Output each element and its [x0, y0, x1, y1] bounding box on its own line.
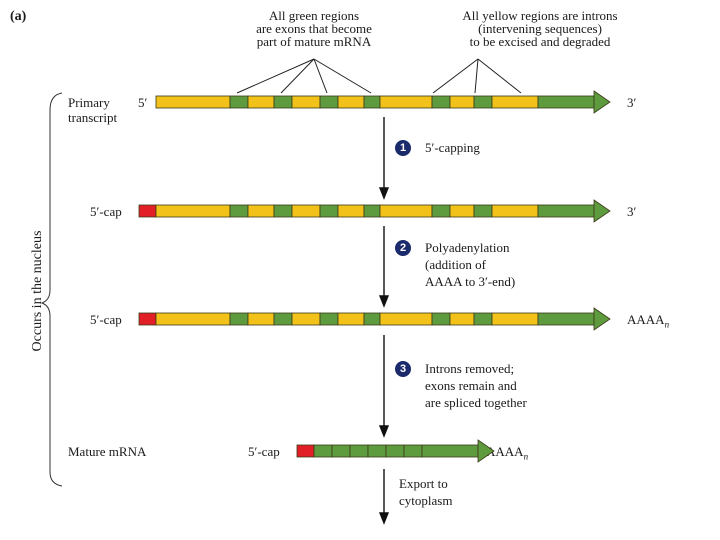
primary-3prime-label: 3′ [627, 95, 637, 110]
exon-segment [431, 204, 451, 218]
exon-segment [385, 444, 405, 458]
exon-segment [473, 312, 493, 326]
intron-segment [491, 204, 539, 218]
primary-label-line1: Primary [68, 95, 110, 110]
step-2-text-line3: AAAA to 3′-end) [425, 274, 516, 289]
cap-segment [138, 312, 157, 326]
exon-segment [431, 312, 451, 326]
intron-segment [449, 312, 475, 326]
polya-tail-text: AAAA [627, 312, 665, 327]
step-2-text-line1: Polyadenylation [425, 240, 510, 255]
intron-segment [247, 312, 275, 326]
strand-arrowhead [477, 439, 495, 463]
exons-note-line: are exons that become [256, 21, 372, 36]
exon-segment [229, 312, 249, 326]
intron-segment [291, 312, 321, 326]
mature-cap-label: 5′-cap [248, 444, 280, 459]
capped-label: 5′-cap [90, 204, 122, 219]
exon-segment [319, 312, 339, 326]
intron-segment [247, 95, 275, 109]
step-3-text-line1: Introns removed; [425, 361, 515, 376]
mature-tail-sub: n [523, 451, 529, 462]
capped-3prime-label: 3′ [627, 204, 637, 219]
export-note-line2: cytoplasm [399, 493, 453, 508]
intron-segment [155, 95, 231, 109]
cap-segment [296, 444, 315, 458]
nucleus-bracket [40, 92, 63, 487]
intron-segment [337, 95, 365, 109]
panel-label: (a) [10, 9, 27, 24]
exon-segment [319, 95, 339, 109]
intron-segment [379, 312, 433, 326]
introns-note: All yellow regions are introns (interven… [440, 9, 640, 48]
intron-segment [379, 95, 433, 109]
exon-segment [349, 444, 369, 458]
intron-segment [379, 204, 433, 218]
exon-segment [331, 444, 351, 458]
polya-tail-label: AAAAn [627, 313, 669, 332]
exons-note-line: All green regions [268, 8, 360, 23]
exon-segment [363, 312, 381, 326]
exon-segment [421, 444, 479, 458]
primary-label-line2: transcript [68, 110, 118, 125]
introns-note-line: (intervening sequences) [478, 21, 602, 36]
step-2-badge: 2 [395, 240, 411, 256]
annotation-pointer-lines [236, 58, 522, 94]
step-3-badge: 3 [395, 361, 411, 377]
exon-segment [473, 95, 493, 109]
intron-segment [247, 204, 275, 218]
step-3-text-line2: exons remain and [425, 378, 517, 393]
step-3-text-line3: are spliced together [425, 395, 527, 410]
intron-segment [449, 95, 475, 109]
primary-5prime-label: 5′ [138, 95, 148, 110]
exon-segment [319, 204, 339, 218]
exon-segment [431, 95, 451, 109]
intron-segment [491, 95, 539, 109]
exons-note-line: part of mature mRNA [256, 34, 372, 49]
intron-segment [155, 204, 231, 218]
exon-segment [363, 204, 381, 218]
export-note-line1: Export to [399, 476, 448, 491]
exon-segment [367, 444, 387, 458]
exon-segment [273, 95, 293, 109]
strand-arrowhead [593, 199, 611, 223]
exon-segment [229, 204, 249, 218]
strand-arrowhead [593, 90, 611, 114]
intron-segment [291, 204, 321, 218]
process-arrows [378, 117, 390, 525]
intron-segment [491, 312, 539, 326]
exon-segment [537, 312, 595, 326]
exon-segment [313, 444, 333, 458]
step-2-text-line2: (addition of [425, 257, 487, 272]
introns-note-line: All yellow regions are introns [462, 8, 618, 23]
polya-tail-sub: n [664, 319, 670, 330]
mature-tail-text: AAAA [486, 444, 524, 459]
intron-segment [291, 95, 321, 109]
mature-label: Mature mRNA [68, 444, 147, 459]
step-1-badge: 1 [395, 140, 411, 156]
mature-tail-label: AAAAn [486, 445, 528, 464]
introns-note-line: to be excised and degraded [469, 34, 611, 49]
exon-segment [403, 444, 423, 458]
exons-note: All green regions are exons that become … [254, 9, 374, 48]
exon-segment [537, 95, 595, 109]
exon-segment [537, 204, 595, 218]
strand-arrowhead [593, 307, 611, 331]
cap-segment [138, 204, 157, 218]
intron-segment [155, 312, 231, 326]
intron-segment [449, 204, 475, 218]
step-1-text: 5′-capping [425, 140, 480, 155]
exon-segment [363, 95, 381, 109]
exon-segment [473, 204, 493, 218]
exon-segment [273, 312, 293, 326]
exon-segment [229, 95, 249, 109]
polya-label: 5′-cap [90, 312, 122, 327]
intron-segment [337, 204, 365, 218]
intron-segment [337, 312, 365, 326]
exon-segment [273, 204, 293, 218]
